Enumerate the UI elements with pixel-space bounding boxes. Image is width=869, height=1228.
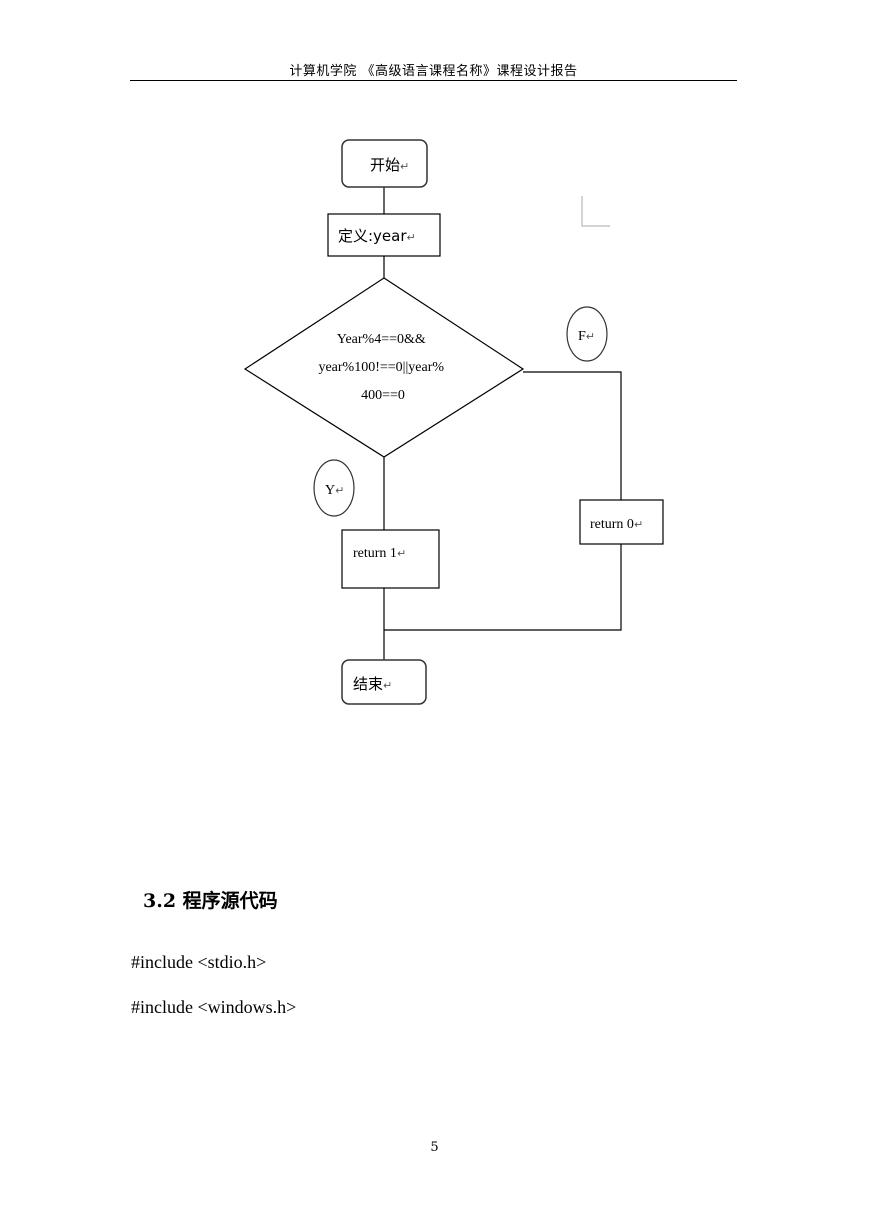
end-node — [341, 659, 427, 705]
corner-mark — [581, 196, 610, 227]
start-node — [341, 139, 428, 188]
connector-return0-merge — [384, 544, 622, 631]
section-heading: 3.2 程序源代码 — [143, 890, 278, 912]
define-label: 定义:year↵ — [338, 227, 416, 245]
true-branch-label: Y↵ — [325, 483, 344, 498]
true-branch-marker — [313, 459, 355, 517]
return-false-node — [579, 499, 664, 545]
code-line-include-windows: #include <windows.h> — [131, 997, 297, 1017]
page-header: 计算机学院 《高级语言课程名称》课程设计报告 — [289, 64, 578, 79]
define-node — [327, 213, 441, 257]
code-line-include-stdio: #include <stdio.h> — [131, 952, 267, 972]
false-branch-label: F↵ — [578, 329, 595, 344]
return-false-label: return 0↵ — [590, 517, 643, 532]
false-branch-marker — [566, 306, 608, 362]
flowchart-connectors — [383, 187, 622, 660]
flowchart: 开始↵ 定义:year↵ Year%4==0&& year%100!==0||y… — [243, 139, 664, 705]
end-label: 结束↵ — [353, 675, 392, 693]
condition-node — [243, 277, 525, 458]
connector-condition-return0 — [523, 371, 622, 500]
start-label: 开始↵ — [370, 156, 409, 174]
page-number: 5 — [430, 1140, 439, 1155]
condition-label: Year%4==0&& year%100!==0||year% 400==0 — [318, 332, 447, 403]
return-true-node — [341, 529, 440, 589]
return-true-label: return 1↵ — [353, 546, 406, 561]
header-rule — [130, 80, 737, 81]
